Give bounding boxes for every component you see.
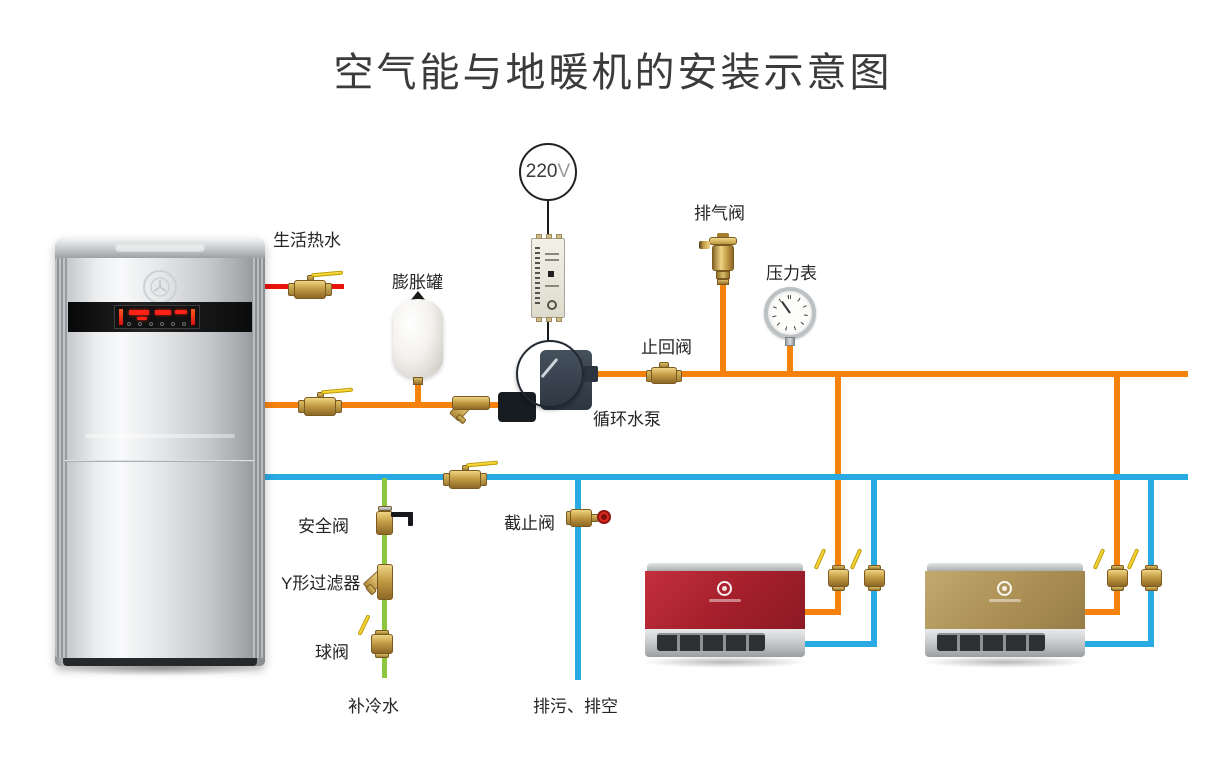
fan-coil-1-return-valve [849, 548, 891, 591]
pipe-supply-branch-1 [800, 609, 841, 615]
fan-coil-1-top [647, 563, 803, 571]
pressure-gauge [764, 287, 816, 349]
fan-coil-2-supply-valve [1092, 548, 1134, 591]
tank-nipple [413, 377, 423, 385]
label-ball-valve: 球阀 [315, 643, 349, 662]
pipe-return-main [258, 474, 1188, 480]
fan-coil-2-logo-text [989, 599, 1021, 602]
fan-coil-1-supply-valve [813, 548, 855, 591]
y-strainer-makeup [362, 564, 406, 602]
fan-coil-2-top [927, 563, 1083, 571]
pipe-supply-inlet [258, 402, 520, 408]
pipe-expansion-stub [415, 380, 421, 404]
pipe-return-branch-1 [800, 641, 877, 647]
pipe-gauge-stub [787, 338, 793, 373]
power-voltage: 220 [525, 161, 558, 182]
pipe-return-branch-2 [1082, 641, 1154, 647]
label-domestic-hot-water: 生活热水 [273, 231, 341, 250]
label-circulation-pump: 循环水泵 [593, 410, 661, 429]
stop-valve-handwheel [597, 510, 611, 524]
fan-coil-1-base [645, 629, 805, 657]
ball-valve-supply-inlet [298, 387, 354, 416]
power-wire-upper [547, 200, 549, 238]
control-display [114, 305, 200, 329]
pipe-return-drop-2 [1148, 478, 1154, 645]
panel-seam [65, 460, 255, 462]
fan-coil-2-return-valve [1126, 548, 1168, 591]
label-check-valve: 止回阀 [641, 338, 692, 357]
fan-coil-unit-gold [921, 563, 1089, 668]
y-strainer-supply [448, 392, 490, 425]
fan-coil-2-shadow [921, 656, 1089, 668]
pipe-return-drop-1 [871, 478, 877, 645]
pipe-supply-branch-2 [1082, 609, 1120, 615]
gauge-ticks [772, 295, 808, 331]
page-title: 空气能与地暖机的安装示意图 [333, 51, 893, 95]
ball-valve-domestic [288, 270, 344, 299]
pipe-supply-main [585, 371, 1188, 377]
check-valve [646, 362, 682, 386]
fan-coil-2-base [925, 629, 1085, 657]
heat-pump-right-fins [253, 252, 265, 658]
label-expansion-tank: 膨胀罐 [392, 273, 443, 292]
gauge-stem [785, 337, 795, 346]
fan-coil-1-shadow [641, 656, 809, 668]
tank-cap [410, 291, 426, 301]
fan-coil-1-logo-text [709, 599, 741, 602]
label-safety-valve: 安全阀 [298, 517, 349, 536]
pipe-supply-drop-2 [1114, 373, 1120, 615]
label-exhaust-valve: 排气阀 [694, 204, 745, 223]
tank-body [393, 299, 443, 378]
pump-outlet [584, 366, 598, 382]
air-vent-valve [699, 233, 739, 285]
label-drain-empty: 排污、排空 [533, 697, 618, 716]
fan-coil-2-grille [937, 633, 1045, 651]
label-pressure-gauge: 压力表 [766, 264, 817, 283]
power-unit: V [557, 161, 571, 182]
label-stop-valve: 截止阀 [504, 514, 555, 533]
model-text-line [85, 434, 235, 438]
fan-coil-unit-red [641, 563, 809, 668]
heat-pump-unit [49, 238, 271, 676]
stop-valve [566, 506, 608, 530]
ball-valve-return [443, 460, 499, 489]
expansion-tank [393, 291, 443, 385]
fan-coil-1-grille [657, 633, 765, 651]
pipe-air-vent-riser [720, 283, 726, 373]
heat-pump-base [63, 658, 257, 666]
power-wire-lower [547, 318, 549, 342]
label-makeup-cold-water: 补冷水 [348, 697, 399, 716]
circulation-pump [496, 336, 600, 428]
display-band [68, 302, 252, 332]
fan-coil-1-panel [645, 571, 805, 629]
safety-valve [374, 506, 418, 538]
pump-controller [531, 234, 565, 322]
brand-logo-icon [143, 270, 177, 304]
ball-valve-makeup [357, 614, 400, 658]
pump-face [516, 340, 584, 408]
heat-pump-left-fins [55, 252, 67, 658]
brand-emboss [115, 244, 205, 252]
label-y-strainer: Y形过滤器 [281, 574, 361, 593]
fan-coil-2-logo-icon [997, 581, 1012, 596]
fan-coil-2-panel [925, 571, 1085, 629]
pipe-supply-drop-1 [835, 373, 841, 615]
pipe-drain-drop [575, 478, 581, 680]
fan-coil-1-logo-icon [717, 581, 732, 596]
